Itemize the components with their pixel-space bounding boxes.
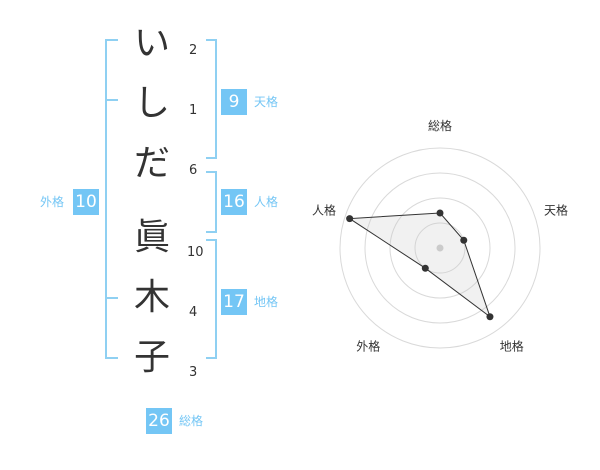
jinkaku-bracket	[206, 171, 217, 233]
chikaku-bracket	[206, 239, 217, 359]
radar-point-5	[346, 215, 354, 223]
chikaku-label: 地格	[254, 295, 279, 309]
radar-axis-label-1: 総格	[428, 118, 452, 133]
stroke-count-3: 6	[189, 163, 198, 178]
name-char-6: 子	[133, 337, 170, 378]
radar-series-polygon	[348, 212, 491, 319]
radar-axis-label-3: 地格	[500, 339, 524, 354]
chikaku-value: 17	[221, 289, 247, 315]
radar-axis-label-5: 人格	[312, 202, 336, 217]
name-char-2: し	[133, 83, 170, 124]
jinkaku-label: 人格	[254, 195, 279, 209]
radar-axis-label-4: 外格	[356, 339, 380, 354]
radar-ring-3	[364, 172, 516, 324]
radar-axis-label-2: 天格	[544, 202, 568, 217]
tenkaku-value: 9	[221, 89, 247, 115]
name-char-1: い	[133, 23, 170, 64]
stroke-count-5: 4	[189, 305, 198, 320]
name-char-4: 眞	[133, 217, 170, 258]
tenkaku-bracket	[206, 39, 217, 159]
tenkaku-label: 天格	[254, 95, 279, 109]
radar-ring-1	[414, 222, 466, 274]
soukaku-value: 26	[146, 408, 172, 434]
gaikaku-bracket	[105, 39, 118, 359]
gaikaku-value: 10	[73, 189, 99, 215]
name-char-5: 木	[133, 277, 170, 318]
soukaku-label: 総格	[179, 414, 204, 428]
radar-center-dot	[436, 244, 444, 252]
radar-point-2	[460, 236, 468, 244]
radar-point-1	[436, 209, 444, 217]
radar-ring-2	[389, 197, 491, 299]
gaikaku-label: 外格	[40, 195, 65, 209]
stroke-count-4: 10	[187, 245, 204, 260]
jinkaku-value: 16	[221, 189, 247, 215]
stroke-count-2: 1	[189, 103, 198, 118]
stroke-count-1: 2	[189, 43, 198, 58]
radar-ring-4	[339, 147, 541, 349]
radar-point-3	[486, 313, 494, 321]
radar-point-4	[421, 264, 429, 272]
name-char-3: だ	[133, 143, 170, 184]
stroke-count-6: 3	[189, 365, 198, 380]
